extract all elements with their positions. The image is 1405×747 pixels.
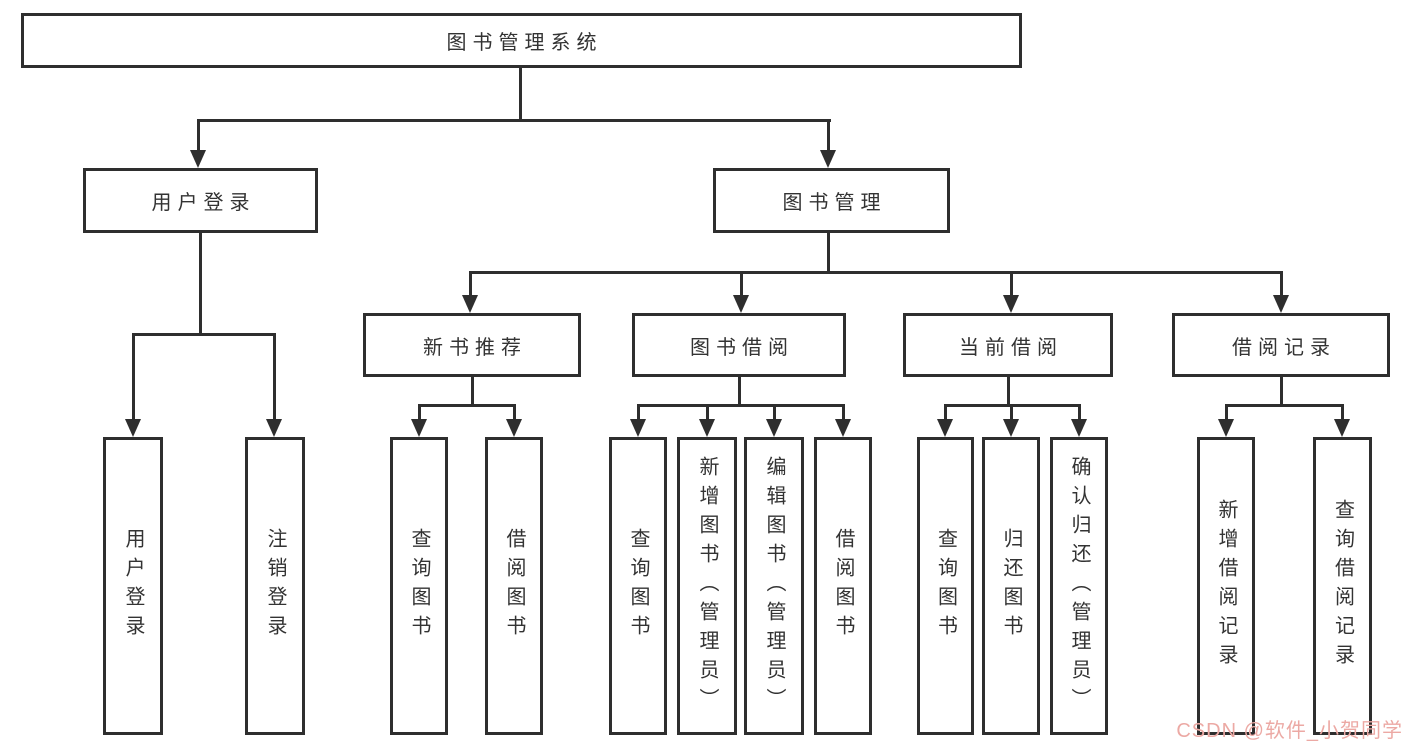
connector-line <box>1007 377 1010 406</box>
leaf-user-login: 用户登录 <box>103 437 163 735</box>
connector-line <box>513 404 516 421</box>
connector-line <box>132 333 135 421</box>
arrow-down-icon <box>1003 419 1019 437</box>
connector-line <box>827 119 830 152</box>
connector-line <box>197 119 831 122</box>
leaf-confirm-return-admin: 确认归还（管理员） <box>1050 437 1108 735</box>
arrow-down-icon <box>190 150 206 168</box>
node-root: 图书管理系统 <box>21 13 1022 68</box>
arrow-down-icon <box>1273 295 1289 313</box>
leaf-return-books: 归还图书 <box>982 437 1040 735</box>
leaf-add-books-admin: 新增图书（管理员） <box>677 437 737 735</box>
node-borrow-records: 借阅记录 <box>1172 313 1390 377</box>
arrow-down-icon <box>125 419 141 437</box>
leaf-add-books-admin-label: 新增图书（管理员） <box>696 455 718 717</box>
arrow-down-icon <box>1071 419 1087 437</box>
connector-line <box>199 233 202 335</box>
arrow-down-icon <box>1003 295 1019 313</box>
connector-line <box>944 404 947 421</box>
arrow-down-icon <box>266 419 282 437</box>
leaf-logout-label: 注销登录 <box>264 528 286 644</box>
node-borrow-records-label: 借阅记录 <box>1232 336 1336 359</box>
arrow-down-icon <box>462 295 478 313</box>
connector-line <box>418 404 421 421</box>
connector-line <box>842 404 845 421</box>
node-user-login-label: 用户登录 <box>151 192 256 214</box>
leaf-query-books-current-label: 查询图书 <box>934 528 957 644</box>
node-current-borrow-label: 当前借阅 <box>959 336 1063 359</box>
leaf-borrow-books-recommend: 借阅图书 <box>485 437 543 735</box>
node-root-label: 图书管理系统 <box>446 32 603 54</box>
connector-line <box>1341 404 1344 421</box>
leaf-add-borrow-record: 新增借阅记录 <box>1197 437 1255 735</box>
leaf-query-books-recommend: 查询图书 <box>390 437 448 735</box>
connector-line <box>738 377 741 406</box>
connector-line <box>740 271 743 297</box>
arrow-down-icon <box>937 419 953 437</box>
leaf-return-books-label: 归还图书 <box>1000 528 1022 644</box>
node-new-book-recommend: 新书推荐 <box>363 313 581 377</box>
leaf-query-borrow-record-label: 查询借阅记录 <box>1331 499 1354 673</box>
arrow-down-icon <box>630 419 646 437</box>
arrow-down-icon <box>835 419 851 437</box>
connector-line <box>471 377 474 406</box>
leaf-user-login-label: 用户登录 <box>122 528 144 644</box>
connector-line <box>773 404 776 421</box>
connector-line <box>706 404 709 421</box>
node-book-borrow: 图书借阅 <box>632 313 846 377</box>
leaf-edit-books-admin-label: 编辑图书（管理员） <box>763 455 785 717</box>
connector-line <box>1280 271 1283 297</box>
leaf-logout: 注销登录 <box>245 437 305 735</box>
connector-line <box>469 271 472 297</box>
connector-line <box>273 333 276 421</box>
connector-line <box>1078 404 1081 421</box>
node-book-borrow-label: 图书借阅 <box>690 336 794 359</box>
connector-line <box>418 404 516 407</box>
connector-line <box>197 119 200 152</box>
node-book-management-label: 图书管理 <box>782 192 887 214</box>
arrow-down-icon <box>820 150 836 168</box>
connector-line <box>637 404 845 407</box>
connector-line <box>1225 404 1228 421</box>
leaf-borrow-books-recommend-label: 借阅图书 <box>503 528 525 644</box>
arrow-down-icon <box>1218 419 1234 437</box>
leaf-add-borrow-record-label: 新增借阅记录 <box>1215 499 1237 673</box>
arrow-down-icon <box>699 419 715 437</box>
csdn-watermark: CSDN @软件_小贺同学 <box>1176 720 1403 742</box>
leaf-query-books-borrow-label: 查询图书 <box>627 528 649 644</box>
arrow-down-icon <box>733 295 749 313</box>
connector-line <box>132 333 276 336</box>
connector-line <box>469 271 1282 274</box>
connector-line <box>1010 404 1013 421</box>
node-user-login: 用户登录 <box>83 168 318 233</box>
leaf-query-books-borrow: 查询图书 <box>609 437 667 735</box>
node-new-book-recommend-label: 新书推荐 <box>423 336 527 359</box>
leaf-borrow-books: 借阅图书 <box>814 437 872 735</box>
arrow-down-icon <box>1334 419 1350 437</box>
connector-line <box>1010 271 1013 297</box>
connector-line <box>1225 404 1344 407</box>
arrow-down-icon <box>766 419 782 437</box>
node-book-management: 图书管理 <box>713 168 950 233</box>
leaf-borrow-books-label: 借阅图书 <box>832 528 854 644</box>
arrow-down-icon <box>506 419 522 437</box>
leaf-query-books-current: 查询图书 <box>917 437 974 735</box>
leaf-confirm-return-admin-label: 确认归还（管理员） <box>1068 455 1090 717</box>
arrow-down-icon <box>411 419 427 437</box>
connector-line <box>637 404 640 421</box>
node-current-borrow: 当前借阅 <box>903 313 1113 377</box>
connector-line <box>1280 377 1283 406</box>
leaf-query-borrow-record: 查询借阅记录 <box>1313 437 1372 735</box>
leaf-query-books-recommend-label: 查询图书 <box>408 528 430 644</box>
leaf-edit-books-admin: 编辑图书（管理员） <box>744 437 804 735</box>
connector-line <box>519 68 522 121</box>
connector-line <box>827 233 830 273</box>
